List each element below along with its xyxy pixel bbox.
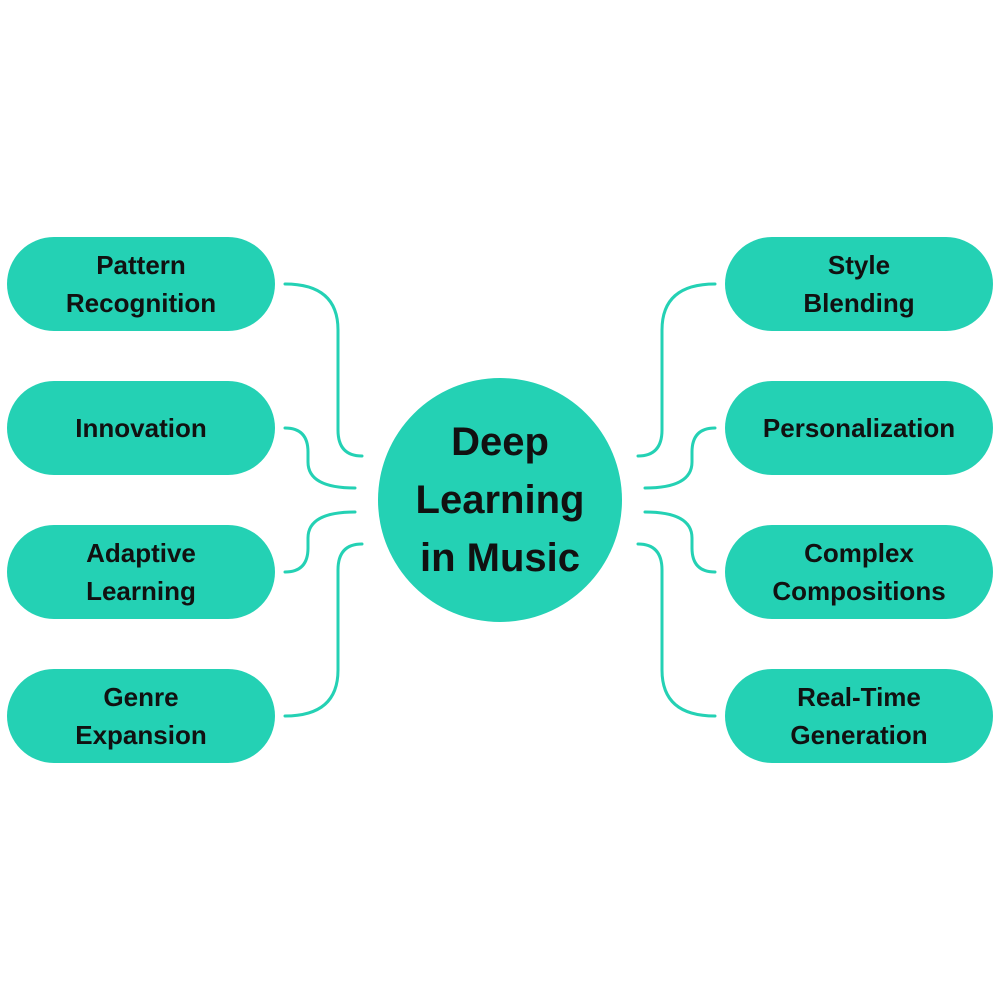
- central-topic-node: Deep Learning in Music: [378, 378, 622, 622]
- connector-personalization: [643, 426, 717, 490]
- connector-genre-expansion: [283, 542, 364, 718]
- connector-style-blending: [636, 282, 717, 458]
- topic-node-complex-compositions: Complex Compositions: [725, 525, 993, 619]
- topic-node-pattern-recognition: Pattern Recognition: [7, 237, 275, 331]
- connector-complex-compositions: [643, 510, 717, 574]
- topic-label: Complex Compositions: [772, 538, 946, 606]
- topic-node-genre-expansion: Genre Expansion: [7, 669, 275, 763]
- topic-node-style-blending: Style Blending: [725, 237, 993, 331]
- topic-label: Genre Expansion: [75, 682, 207, 750]
- central-topic-label: Deep Learning in Music: [415, 420, 585, 580]
- topic-node-personalization: Personalization: [725, 381, 993, 475]
- connector-real-time-generation: [636, 542, 717, 718]
- topic-label: Adaptive Learning: [86, 538, 196, 606]
- topic-label: Style Blending: [803, 250, 915, 318]
- topic-node-innovation: Innovation: [7, 381, 275, 475]
- topic-label: Pattern Recognition: [65, 250, 217, 318]
- connector-pattern-recognition: [283, 282, 364, 458]
- topic-label: Innovation: [75, 413, 207, 443]
- connector-innovation: [283, 426, 357, 490]
- topic-label: Personalization: [762, 413, 956, 443]
- topic-node-adaptive-learning: Adaptive Learning: [7, 525, 275, 619]
- topic-node-real-time-generation: Real-Time Generation: [725, 669, 993, 763]
- connector-adaptive-learning: [283, 510, 357, 574]
- topic-label: Real-Time Generation: [790, 682, 928, 750]
